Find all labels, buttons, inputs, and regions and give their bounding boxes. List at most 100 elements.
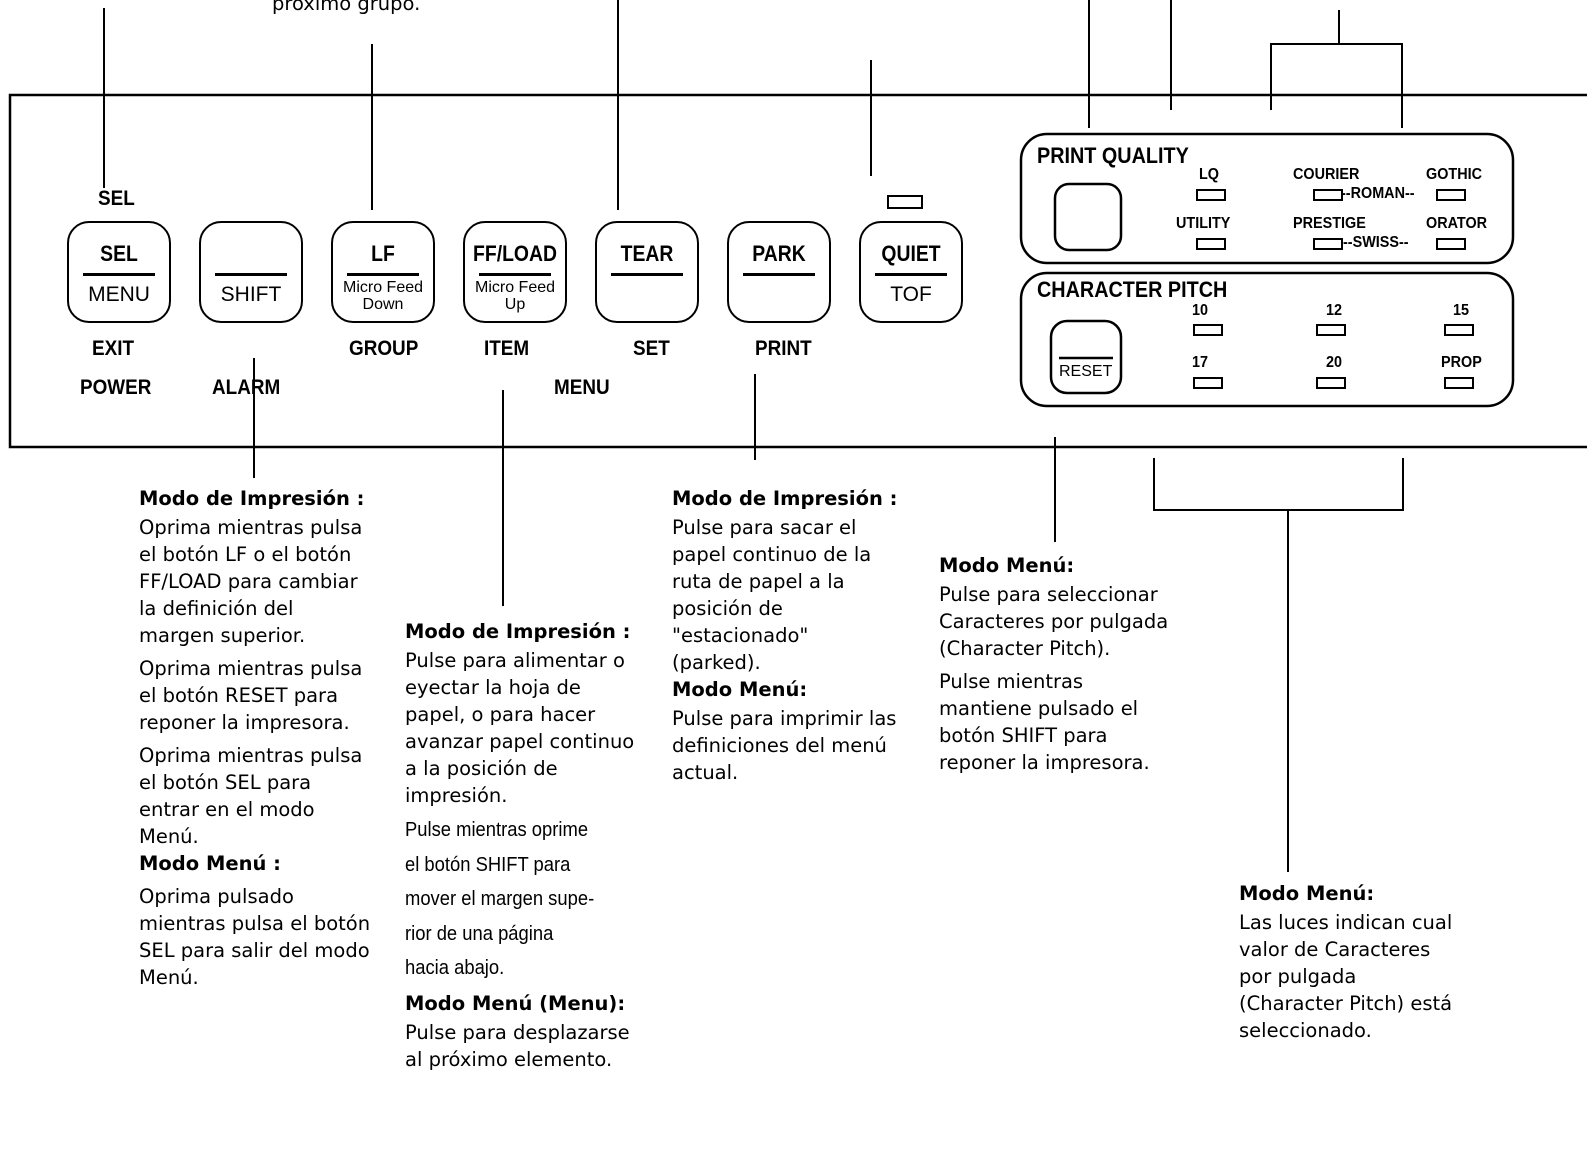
shift-callout: Modo de Impresión : Oprima mientras puls… — [139, 485, 371, 991]
pitch-17-indicator-light — [1193, 377, 1223, 389]
callout-paragraph: Pulse para alimentar o eyectar la hoja d… — [405, 649, 635, 807]
lq-label: LQ — [1199, 166, 1219, 183]
quiet-indicator-light — [887, 195, 923, 209]
callout-line: rior de una página — [405, 922, 554, 945]
swiss-label: --SWISS-- — [1343, 234, 1409, 251]
pitch-15-label: 15 — [1453, 302, 1470, 319]
gothic-indicator-light — [1436, 189, 1466, 201]
roman-label: --ROMAN-- — [1341, 185, 1415, 202]
item-label: ITEM — [484, 337, 530, 360]
callout-heading: Modo Menú : — [139, 852, 281, 875]
courier-label: COURIER — [1293, 166, 1360, 183]
button-label-secondary-line1: Micro Feed — [342, 279, 424, 296]
callout-paragraph: Oprima mientras pulsa el botón LF o el b… — [139, 516, 363, 647]
reset-callout: Modo Menú: Pulse para seleccionar Caract… — [939, 552, 1171, 776]
sel-menu-button[interactable]: SEL MENU — [67, 221, 171, 323]
button-divider — [215, 273, 287, 276]
prestige-indicator-light — [1313, 238, 1343, 250]
button-label-primary: SEL — [100, 241, 138, 266]
button-label-primary: PARK — [752, 241, 806, 266]
button-label-secondary-line2: Down — [362, 296, 404, 313]
park-button[interactable]: PARK — [727, 221, 831, 323]
orator-indicator-light — [1436, 238, 1466, 250]
group-label: GROUP — [349, 337, 419, 360]
pitch-prop-indicator-light — [1444, 377, 1474, 389]
ffload-callout: Modo de Impresión : Pulse para alimentar… — [405, 618, 635, 1073]
callout-paragraph: Oprima mientras pulsa el botón SEL para … — [139, 744, 363, 848]
callout-paragraph: Pulse para seleccionar Caracteres por pu… — [939, 583, 1169, 660]
pitch-10-label: 10 — [1192, 302, 1209, 319]
pitch-12-label: 12 — [1326, 302, 1343, 319]
orator-label: ORATOR — [1426, 215, 1488, 232]
set-label: SET — [633, 337, 670, 360]
callout-heading: Modo Menú: — [939, 554, 1075, 577]
pitch-20-indicator-light — [1316, 377, 1346, 389]
pitch-prop-label: PROP — [1441, 354, 1482, 371]
button-divider — [479, 273, 551, 276]
lf-button[interactable]: LF Micro Feed Down — [331, 221, 435, 323]
button-divider — [875, 273, 947, 276]
park-callout: Modo de Impresión : Pulse para sacar el … — [672, 485, 900, 786]
shift-button[interactable]: SHIFT — [199, 221, 303, 323]
button-label-secondary: TOF — [890, 283, 932, 306]
print-quality-panel — [1019, 132, 1515, 265]
button-label-primary: LF — [371, 241, 395, 266]
sel-indicator-label: SEL — [98, 187, 135, 210]
courier-indicator-light — [1313, 189, 1343, 201]
button-label-secondary: SHIFT — [220, 283, 282, 306]
lq-indicator-light — [1196, 189, 1226, 201]
print-label: PRINT — [755, 337, 812, 360]
callout-line: Pulse mientras oprime — [405, 819, 589, 841]
character-pitch-title: CHARACTER PITCH — [1037, 277, 1228, 302]
callout-heading: Modo Menú (Menu): — [405, 991, 626, 1015]
button-divider — [611, 273, 683, 276]
menu-label: MENU — [554, 376, 610, 399]
alarm-label: ALARM — [212, 376, 281, 399]
button-label-secondary-line1: Micro Feed — [474, 279, 556, 296]
button-label-primary: FF/LOAD — [473, 241, 557, 266]
callout-heading: Modo de Impresión : — [672, 487, 898, 510]
power-label: POWER — [80, 376, 152, 399]
pitch-12-indicator-light — [1316, 324, 1346, 336]
leader-pitch-bracket — [1153, 458, 1404, 872]
button-label-primary: TEAR — [620, 241, 674, 266]
utility-label: UTILITY — [1176, 215, 1231, 232]
callout-paragraph: Pulse para sacar el papel continuo de la… — [672, 516, 872, 674]
callout-paragraph: Oprima pulsado mientras pulsa el botón S… — [139, 885, 371, 989]
callout-heading: Modo de Impresión : — [405, 620, 631, 643]
ff-load-button[interactable]: FF/LOAD Micro Feed Up — [463, 221, 567, 323]
button-label-secondary: Micro Feed Up — [465, 279, 565, 313]
button-divider — [743, 273, 815, 276]
top-caption: próximo grupo. — [272, 0, 421, 15]
prestige-label: PRESTIGE — [1293, 215, 1366, 232]
reset-button-label: RESET — [1059, 363, 1113, 380]
pitch-lights-callout: Modo Menú: Las luces indican cual valor … — [1239, 880, 1453, 1044]
button-label-secondary: Micro Feed Down — [333, 279, 433, 313]
callout-line: mover el margen supe- — [405, 888, 595, 910]
leader-fonts-bracket — [1270, 10, 1403, 128]
print-quality-button — [1053, 182, 1123, 252]
tear-button[interactable]: TEAR — [595, 221, 699, 323]
callout-paragraph: Pulse para imprimir las definiciones del… — [672, 707, 897, 784]
button-label-secondary: MENU — [88, 283, 150, 306]
button-label-secondary-line2: Up — [504, 296, 526, 313]
button-divider — [83, 273, 155, 276]
pitch-20-label: 20 — [1326, 354, 1343, 371]
quiet-tof-button[interactable]: QUIET TOF — [859, 221, 963, 323]
callout-paragraph: Oprima mientras pulsa el botón RESET par… — [139, 657, 363, 734]
callout-line: el botón SHIFT para — [405, 853, 571, 876]
callout-heading: Modo de Impresión : — [139, 487, 365, 510]
callout-paragraph-condensed: Pulse mientras oprime el botón SHIFT par… — [405, 813, 635, 986]
callout-paragraph: Las luces indican cual valor de Caracter… — [1239, 911, 1453, 1042]
pitch-17-label: 17 — [1192, 354, 1209, 371]
callout-heading: Modo Menú: — [672, 678, 808, 701]
control-panel-outline — [8, 93, 1587, 449]
button-label-primary: QUIET — [881, 241, 941, 266]
callout-paragraph: Pulse para desplazarse al próximo elemen… — [405, 1020, 630, 1071]
gothic-label: GOTHIC — [1426, 166, 1482, 183]
utility-indicator-light — [1196, 238, 1226, 250]
button-divider — [347, 273, 419, 276]
pitch-10-indicator-light — [1193, 324, 1223, 336]
character-pitch-panel — [1019, 271, 1515, 408]
